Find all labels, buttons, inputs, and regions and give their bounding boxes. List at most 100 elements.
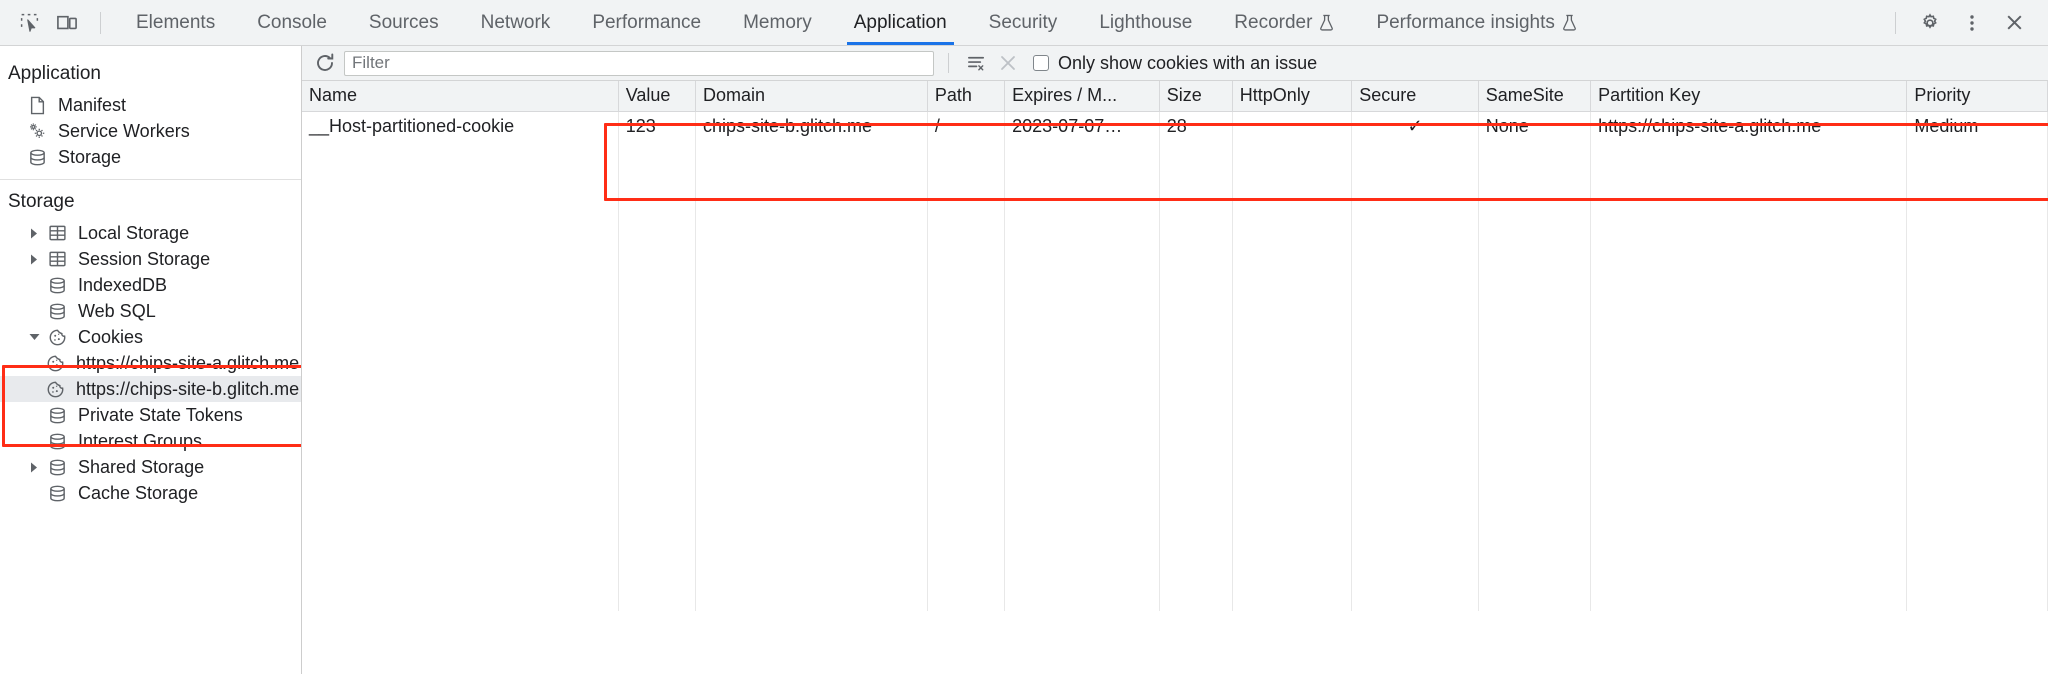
tab-recorder[interactable]: Recorder	[1213, 0, 1355, 45]
delete-selected-cookie-icon[interactable]	[995, 50, 1021, 76]
chevron-right-icon[interactable]	[24, 462, 44, 473]
database-icon	[44, 276, 70, 295]
sidebar-item-indexeddb[interactable]: IndexedDB	[0, 272, 301, 298]
tab-lighthouse[interactable]: Lighthouse	[1078, 0, 1213, 45]
tab-label: Recorder	[1234, 11, 1313, 33]
cell-size[interactable]: 28	[1159, 111, 1233, 141]
cell-partition-key[interactable]: https://chips-site-a.glitch.me	[1590, 111, 1908, 141]
sidebar-item-cookies[interactable]: Cookies	[0, 324, 301, 350]
column-header-size[interactable]: Size	[1159, 81, 1233, 112]
refresh-icon[interactable]	[312, 50, 338, 76]
cookies-filter-toolbar: Only show cookies with an issue	[302, 46, 2048, 81]
filter-divider	[948, 53, 949, 73]
cell-secure[interactable]: ✓	[1351, 111, 1479, 141]
cell-value[interactable]: 123	[618, 111, 696, 141]
sidebar-item-label: Cookies	[78, 326, 144, 347]
tab-memory[interactable]: Memory	[722, 0, 833, 45]
sidebar-item-cache-storage[interactable]: Cache Storage	[0, 480, 301, 506]
inspect-element-icon[interactable]	[10, 4, 48, 42]
only-show-issues-label: Only show cookies with an issue	[1058, 52, 1318, 73]
column-header-path[interactable]: Path	[927, 81, 1006, 112]
tab-console[interactable]: Console	[236, 0, 348, 45]
sidebar-item-session-storage[interactable]: Session Storage	[0, 246, 301, 272]
sidebar-item-label: https://chips-site-a.glitch.me	[76, 352, 300, 373]
checkbox-box[interactable]	[1033, 55, 1049, 71]
tab-label: Performance	[592, 11, 702, 33]
column-header-partition-key[interactable]: Partition Key	[1590, 81, 1908, 112]
column-header-priority[interactable]: Priority	[1906, 81, 2048, 112]
column-header-samesite[interactable]: SameSite	[1478, 81, 1592, 112]
application-sidebar: Application Manifest	[0, 46, 302, 674]
column-header-expires[interactable]: Expires / M...	[1004, 81, 1160, 112]
sidebar-item-interest-groups[interactable]: Interest Groups	[0, 428, 301, 454]
cell-domain[interactable]: chips-site-b.glitch.me	[695, 111, 928, 141]
tab-label: Console	[257, 11, 327, 33]
sidebar-section-storage-title: Storage	[8, 191, 75, 212]
empty-cell	[302, 141, 619, 611]
cell-httponly[interactable]	[1232, 111, 1353, 141]
table-header-row: Name Value Domain Path Expires / M... Si…	[302, 81, 2048, 112]
chevron-right-icon[interactable]	[24, 228, 44, 239]
cell-samesite[interactable]: None	[1478, 111, 1592, 141]
sidebar-item-cookies-site-a[interactable]: https://chips-site-a.glitch.me	[0, 350, 301, 376]
tab-security[interactable]: Security	[968, 0, 1079, 45]
experiment-flask-icon	[1562, 14, 1577, 31]
table-row[interactable]: __Host-partitioned-cookie 123 chips-site…	[302, 111, 2048, 141]
cell-priority[interactable]: Medium	[1906, 111, 2048, 141]
cell-expires[interactable]: 2023-07-07…	[1004, 111, 1160, 141]
toolbar-right-actions	[1889, 3, 2040, 43]
sidebar-item-web-sql[interactable]: Web SQL	[0, 298, 301, 324]
tab-performance-insights[interactable]: Performance insights	[1355, 0, 1597, 45]
sidebar-item-local-storage[interactable]: Local Storage	[0, 220, 301, 246]
tab-label: Sources	[368, 11, 439, 33]
search-input[interactable]	[344, 50, 934, 76]
cell-name[interactable]: __Host-partitioned-cookie	[302, 111, 619, 141]
column-header-name[interactable]: Name	[302, 81, 619, 112]
cookies-table-container[interactable]: Name Value Domain Path Expires / M... Si…	[302, 81, 2048, 674]
toolbar-divider-right	[1895, 11, 1896, 34]
empty-cell	[1478, 141, 1592, 611]
tab-sources[interactable]: Sources	[348, 0, 460, 45]
sidebar-item-service-workers[interactable]: Service Workers	[0, 118, 301, 144]
sidebar-item-label: Web SQL	[78, 300, 156, 321]
tab-performance[interactable]: Performance	[571, 0, 722, 45]
gears-icon	[24, 121, 50, 141]
more-vertical-icon[interactable]	[1952, 3, 1992, 43]
cookies-table: Name Value Domain Path Expires / M... Si…	[302, 81, 2048, 611]
database-icon	[44, 458, 70, 477]
tab-label: Memory	[743, 11, 812, 33]
column-header-secure[interactable]: Secure	[1351, 81, 1479, 112]
chevron-down-icon[interactable]	[24, 333, 44, 342]
document-icon	[24, 96, 50, 115]
device-toolbar-icon[interactable]	[48, 4, 86, 42]
tab-network[interactable]: Network	[460, 0, 572, 45]
gear-icon[interactable]	[1910, 3, 1950, 43]
sidebar-item-storage[interactable]: Storage	[0, 144, 301, 170]
tab-elements[interactable]: Elements	[115, 0, 236, 45]
sidebar-divider	[0, 179, 301, 180]
sidebar-item-manifest[interactable]: Manifest	[0, 92, 301, 118]
empty-cell	[1159, 141, 1233, 611]
sidebar-item-private-state-tokens[interactable]: Private State Tokens	[0, 402, 301, 428]
close-icon[interactable]	[1994, 3, 2034, 43]
empty-cell	[1232, 141, 1353, 611]
sidebar-item-shared-storage[interactable]: Shared Storage	[0, 454, 301, 480]
cell-path[interactable]: /	[927, 111, 1006, 141]
tab-application[interactable]: Application	[833, 0, 968, 45]
column-header-value[interactable]: Value	[618, 81, 696, 112]
sidebar-item-cookies-site-b[interactable]: https://chips-site-b.glitch.me	[0, 376, 301, 402]
toolbar-divider	[100, 11, 101, 34]
chevron-right-icon[interactable]	[24, 254, 44, 265]
database-icon	[44, 432, 70, 451]
table-icon	[44, 224, 70, 242]
tab-label: Network	[480, 11, 551, 33]
only-show-issues-checkbox[interactable]: Only show cookies with an issue	[1033, 53, 1317, 74]
sidebar-item-label: Interest Groups	[78, 430, 203, 451]
clear-all-cookies-icon[interactable]	[963, 50, 989, 76]
empty-cell	[1351, 141, 1479, 611]
tab-label: Elements	[136, 11, 216, 33]
column-header-domain[interactable]: Domain	[695, 81, 928, 112]
sidebar-item-label: Manifest	[58, 94, 127, 115]
experiment-flask-icon	[1319, 14, 1334, 31]
column-header-httponly[interactable]: HttpOnly	[1232, 81, 1353, 112]
